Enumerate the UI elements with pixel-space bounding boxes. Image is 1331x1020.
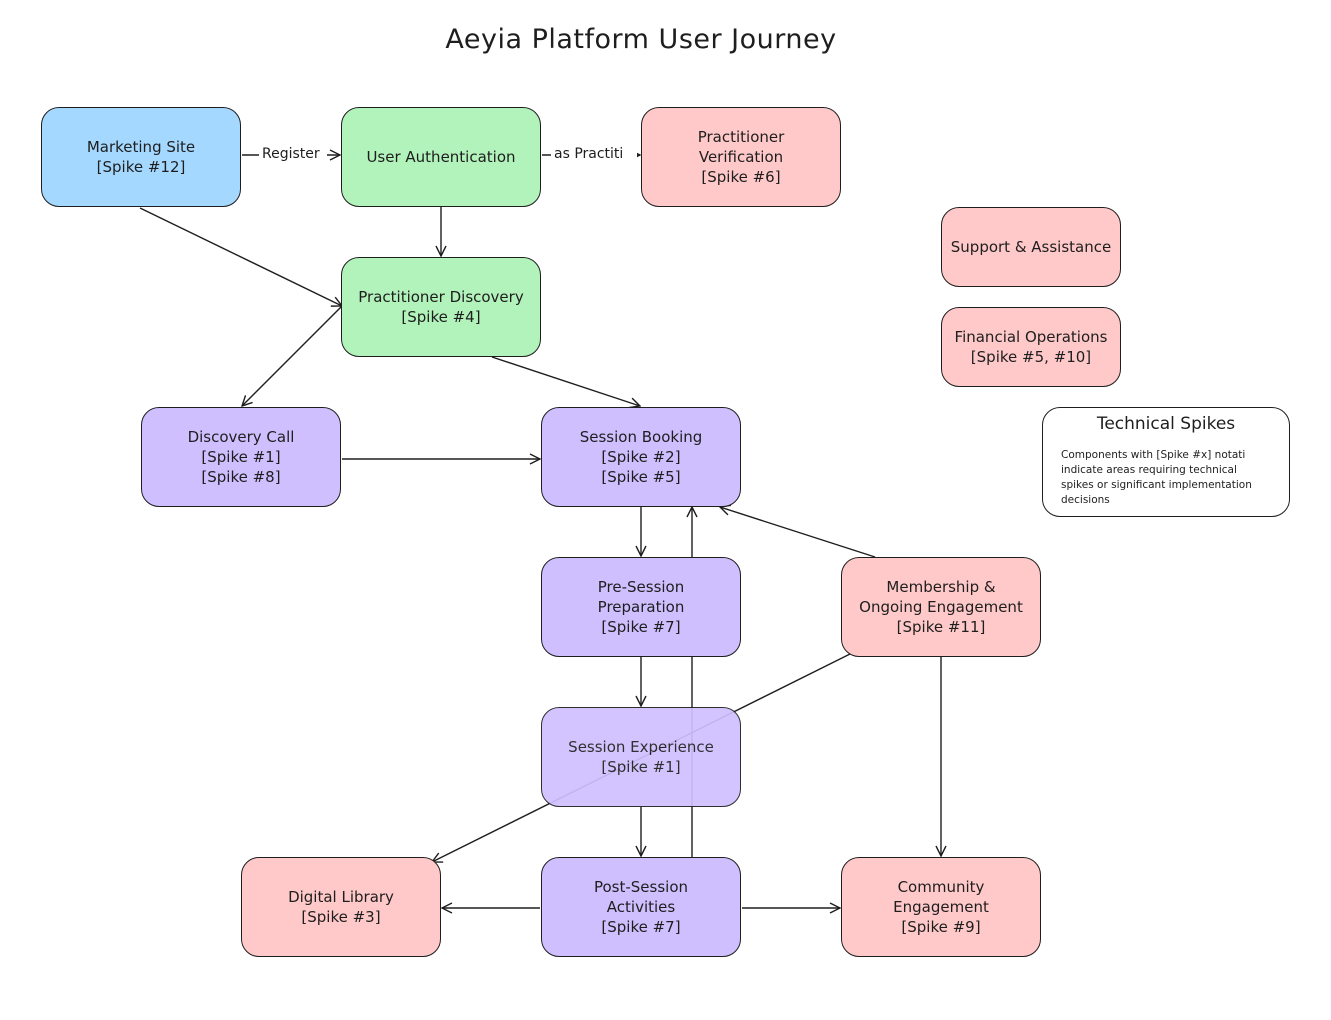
note-line: spikes or significant implementation	[1061, 479, 1252, 491]
note-line: indicate areas requiring technical	[1061, 464, 1237, 476]
node-discovery-call[interactable]: Discovery Call [Spike #1] [Spike #8]	[141, 407, 341, 507]
edge-marketing-discovery	[139, 207, 342, 306]
node-community-engagement[interactable]: Community Engagement [Spike #9]	[841, 857, 1041, 957]
edge-discovery-booking	[491, 356, 640, 406]
note-body: Components with [Spike #x] notati indica…	[1061, 448, 1283, 508]
edge-discovery-discoverycall	[242, 305, 343, 406]
node-pre-session-preparation[interactable]: Pre-Session Preparation [Spike #7]	[541, 557, 741, 657]
node-practitioner-discovery[interactable]: Practitioner Discovery [Spike #4]	[341, 257, 541, 357]
technical-spikes-note: Technical Spikes Components with [Spike …	[1042, 407, 1290, 517]
note-title: Technical Spikes	[1096, 414, 1236, 434]
node-membership-engagement[interactable]: Membership & Ongoing Engagement [Spike #…	[841, 557, 1041, 657]
node-session-experience[interactable]: Session Experience [Spike #1]	[541, 707, 741, 807]
edge-membership-booking	[720, 507, 876, 558]
node-support-assistance[interactable]: Support & Assistance	[941, 207, 1121, 287]
edge-label-register: Register	[259, 145, 327, 163]
node-session-booking[interactable]: Session Booking [Spike #2] [Spike #5]	[541, 407, 741, 507]
node-digital-library[interactable]: Digital Library [Spike #3]	[241, 857, 441, 957]
node-financial-operations[interactable]: Financial Operations [Spike #5, #10]	[941, 307, 1121, 387]
edge-label-as-practitioner: as Practiti	[551, 145, 637, 163]
node-user-authentication[interactable]: User Authentication	[341, 107, 541, 207]
node-practitioner-verification[interactable]: Practitioner Verification [Spike #6]	[641, 107, 841, 207]
note-line: decisions	[1061, 494, 1110, 506]
note-line: Components with [Spike #x] notati	[1061, 449, 1246, 461]
node-marketing-site[interactable]: Marketing Site [Spike #12]	[41, 107, 241, 207]
diagram-title: Aeyia Platform User Journey	[445, 24, 837, 55]
node-post-session-activities[interactable]: Post-Session Activities [Spike #7]	[541, 857, 741, 957]
